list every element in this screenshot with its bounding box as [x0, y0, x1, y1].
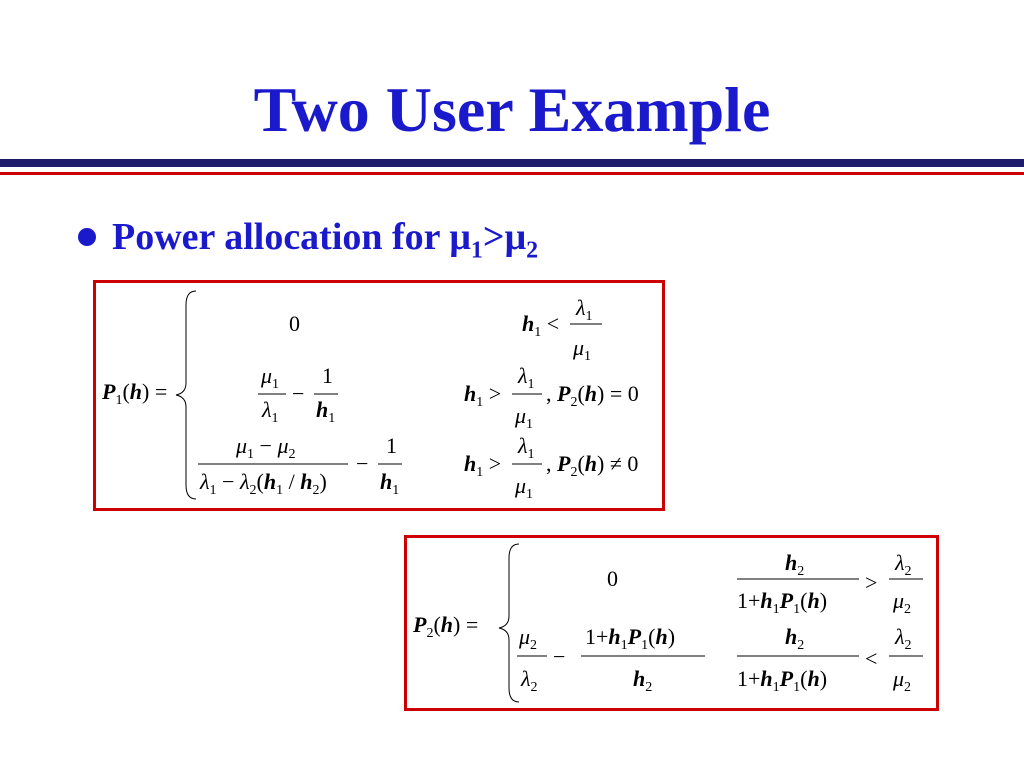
title-rule-thin [0, 172, 1024, 175]
p1-case1-cond-num: λ1 [575, 295, 593, 324]
p2-case2-cond-rhs-num: λ2 [894, 624, 912, 653]
slide-title: Two User Example [253, 74, 771, 145]
p2-case2-num: μ2 [518, 624, 537, 653]
p2-case1-value: 0 [607, 566, 618, 591]
p2-case2-minus: − [553, 644, 565, 669]
p1-case2-cond-rest: , P2(h) = 0 [546, 381, 639, 410]
p2-brace [498, 543, 520, 703]
p2-case2-den: λ2 [520, 666, 538, 695]
equation-p1: P1(h) = 0 h1 < λ1 μ1 μ1 λ1 − 1 h1 h1 > λ… [101, 290, 639, 502]
p1-case3-condition: h1 > [464, 451, 501, 480]
bullet-dot-icon [78, 228, 96, 247]
p1-case3-h1: h1 [380, 469, 399, 498]
bullet-text: Power allocation for [112, 216, 450, 258]
bullet-mu-1: μ [449, 216, 471, 258]
bullet-relation: > [482, 216, 505, 258]
p1-case2-cond-num: λ1 [517, 363, 535, 392]
equation-box-p1: P1(h) = 0 h1 < λ1 μ1 μ1 λ1 − 1 h1 h1 > λ… [93, 280, 665, 511]
p1-case3-minus: − [356, 451, 368, 476]
p2-case2-cond-rhs-den: μ2 [892, 666, 911, 695]
p1-case3-cond-num: λ1 [517, 433, 535, 462]
p2-case1-cond-num: h2 [785, 550, 804, 579]
p1-case2-cond-den: μ1 [514, 403, 533, 432]
p2-case1-cond-rhs-num: λ2 [894, 550, 912, 579]
p2-case2-frac-num: 1+h1P1(h) [585, 624, 675, 653]
p2-case1-cond-den: 1+h1P1(h) [737, 588, 827, 617]
p2-case1-cond-rhs-den: μ2 [892, 588, 911, 617]
p1-case1-cond-den: μ1 [572, 335, 591, 364]
equation-box-p2: P2(h) = 0 h2 1+h1P1(h) > λ2 μ2 μ2 λ2 − 1… [404, 535, 939, 711]
p2-case2-cond-rel: < [865, 646, 877, 671]
p2-case1-cond-rel: > [865, 570, 877, 595]
bullet-mu-2: μ [504, 216, 527, 258]
p1-case2-num: μ1 [260, 363, 279, 392]
p1-case3-cond-den: μ1 [514, 473, 533, 502]
p1-case2-den: λ1 [261, 397, 279, 426]
p2-case2-frac-den: h2 [633, 666, 652, 695]
equation-p2: P2(h) = 0 h2 1+h1P1(h) > λ2 μ2 μ2 λ2 − 1… [412, 543, 923, 703]
p1-case3-cond-rest: , P2(h) ≠ 0 [546, 451, 638, 480]
p2-case2-cond-num: h2 [785, 624, 804, 653]
p1-case2-one: 1 [322, 363, 333, 388]
p1-case2-h1: h1 [316, 397, 335, 426]
bullet-sub-1: 1 [470, 237, 483, 264]
p1-case1-condition: h1 < [522, 311, 559, 340]
title-rule-thick [0, 159, 1024, 167]
bullet-sub-2: 2 [526, 237, 539, 264]
p2-case2-cond-den: 1+h1P1(h) [737, 666, 827, 695]
p1-brace [175, 290, 197, 500]
p1-case2-minus: − [292, 381, 304, 406]
p1-case3-one: 1 [386, 433, 397, 458]
p2-lhs: P2(h) = [412, 612, 478, 641]
p1-case3-num: μ1 − μ2 [235, 433, 296, 462]
p1-case2-condition: h1 > [464, 381, 501, 410]
bullet-item: Power allocation for μ1>μ2 [78, 212, 539, 264]
p1-lhs: P1(h) = [101, 379, 167, 408]
p1-case1-value: 0 [289, 311, 300, 336]
p1-case3-den: λ1 − λ2(h1 / h2) [199, 469, 327, 498]
